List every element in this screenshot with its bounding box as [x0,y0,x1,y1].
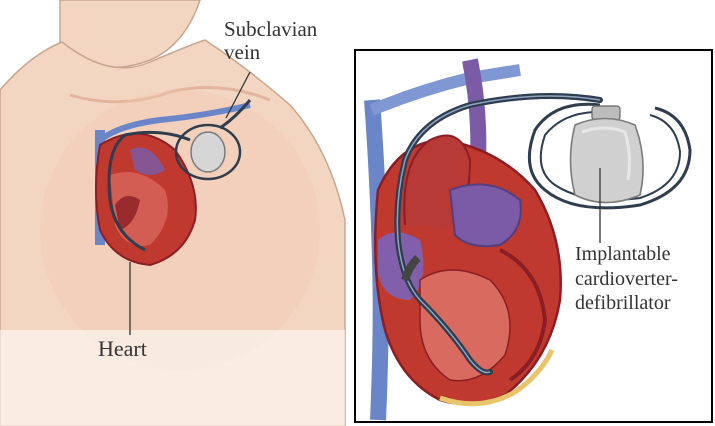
icd-label-line1: Implantable [575,244,671,264]
pulmonary-artery [450,184,521,246]
subclavian-vein-label-line2: vein [224,41,260,63]
closeup-panel [355,50,712,422]
subclavian-vein-label-line1: Subclavian [224,18,317,40]
icd-label-line2: cardioverter- [575,269,678,289]
icd-label-line3: defibrillator [575,293,671,313]
icd-device-large [571,119,644,203]
body-view [0,0,345,426]
ventricle-chamber [420,270,510,381]
vein-upper-purple [470,60,478,160]
heart-label: Heart [98,338,147,360]
icd-device-small [191,132,225,172]
